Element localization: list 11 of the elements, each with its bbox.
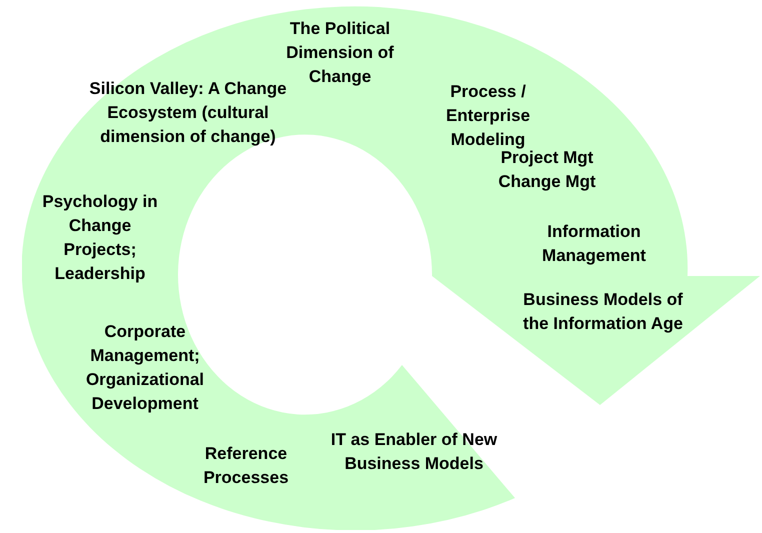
topic-label: The Political Dimension of Change xyxy=(286,18,395,88)
topic-label: Information Management xyxy=(541,221,647,267)
topic-label: Business Models of the Information Age xyxy=(522,289,684,335)
topic-label: Silicon Valley: A Change Ecosystem (cultural dimension of change) xyxy=(88,78,288,148)
topic-label: Reference Processes xyxy=(202,443,290,489)
topic-label: Project Mgt Change Mgt xyxy=(498,148,597,193)
circular-arrow xyxy=(22,5,760,530)
topic-label: Psychology in Change Projects; Leadership xyxy=(41,191,159,285)
topic-label: Process / Enterprise Modeling xyxy=(444,81,532,150)
topic-label: IT as Enabler of New Business Models xyxy=(330,429,498,475)
topic-label: Corporate Management; Organizational Development xyxy=(84,321,206,415)
